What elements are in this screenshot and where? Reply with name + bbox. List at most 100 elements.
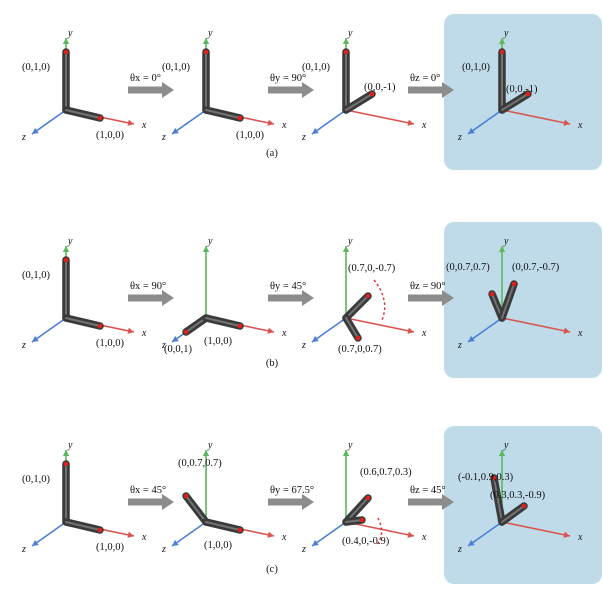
row-2-panel-1-z-axis [171, 521, 207, 547]
row-0-step-1-arrow-head [302, 82, 314, 98]
row-0-panel-2-x-label: x [421, 120, 427, 131]
row-2-panel-0-z-axis-head [32, 539, 39, 546]
row-1-panel-1-point-label-1: (1,0,0) [204, 336, 232, 347]
row-2-panel-0-x-axis-head [127, 531, 134, 538]
row-2-panel-1-rod-0-tip [183, 493, 189, 499]
row-2-panel-0-z-axis [31, 521, 67, 547]
row-1-step-1-rotation-label: θy = 45° [270, 281, 306, 292]
row-2-panel-1-y-label: y [207, 440, 213, 451]
row-1-panel-1-z-label: z [161, 340, 166, 351]
row-0-panel-2-z-axis [311, 109, 347, 135]
row-2-panel-0-rod-0-tip [63, 461, 69, 467]
row-2-panel-3-x-label: x [577, 532, 583, 543]
row-0-step-1-rotation-label: θy = 90° [270, 73, 306, 84]
row-1-panel-3-x-label: x [577, 328, 583, 339]
row-1-panel-1-rod-1-shine [205, 317, 241, 327]
row-1-panel-3-z-label: z [457, 340, 462, 351]
row-0-panel-1-rod-1-tip [237, 115, 243, 121]
row-0-panel-3-point-label-0: (0,1,0) [462, 62, 490, 73]
row-2-panel-3-x-axis [501, 521, 571, 537]
row-0-panel-3-y-axis-head [498, 38, 506, 44]
row-0-panel-2-point-label-1: (0,0,-1) [364, 82, 396, 93]
row-2-panel-2-rod-1-tip [359, 517, 365, 523]
row-2-step-2-arrow-body [408, 498, 442, 506]
row-0-step-1-arrow-body [268, 86, 302, 94]
row-1-panel-3-rod-1-shine [501, 283, 515, 319]
row-0-panel-0-x-axis-head [127, 119, 134, 126]
row-1-panel-2-rod-1-tip [355, 335, 361, 341]
row-2-panel-2-rod-1-shine [345, 519, 363, 523]
row-0-step-0-arrow-head [162, 82, 174, 98]
row-1-panel-2-x-axis [345, 317, 415, 333]
row-2-rotation-arc [375, 517, 383, 547]
row-2-panel-3-rod-1-tip [521, 503, 527, 509]
row-0-panel-2-z-label: z [301, 132, 306, 143]
row-1-panel-3-z-axis-head [468, 335, 475, 342]
row-2-panel-0-point-label-1: (1,0,0) [96, 542, 124, 553]
row-1-panel-1-x-label: x [281, 328, 287, 339]
row-0-panel-1-point-label-1: (1,0,0) [236, 130, 264, 141]
row-2-panel-0-rod-1-shine [65, 521, 101, 531]
row-2-panel-1-z-label: z [161, 544, 166, 555]
row-0-step-2-arrow-head [442, 82, 454, 98]
row-0-panel-0-point-label-0: (0,1,0) [22, 62, 50, 73]
row-1-panel-2-point-label-0: (0.7,0,-0.7) [348, 263, 396, 274]
row-0-step-0-rotation-label: θx = 0° [130, 73, 161, 84]
row-1-step-2-arrow-head [442, 290, 454, 306]
row-1-panel-0-z-label: z [21, 340, 26, 351]
row-1-panel-1-rod-0-shine [185, 317, 207, 333]
row-1-panel-3-z-axis [467, 317, 503, 343]
row-0-step-0-arrow-body [128, 86, 162, 94]
row-2-panel-3-z-label: z [457, 544, 462, 555]
row-1-panel-2-x-label: x [421, 328, 427, 339]
row-2-panel-1-point-label-1: (1,0,0) [204, 540, 232, 551]
row-0-panel-3-rod-1-shine [501, 93, 529, 111]
row-1-panel-3-x-axis [501, 317, 571, 333]
row-2-panel-3-z-axis-head [468, 539, 475, 546]
row-0-panel-1-z-axis-head [172, 127, 179, 134]
row-2-panel-0-x-label: x [141, 532, 147, 543]
row-0-panel-2-rod-1-tip [369, 91, 375, 97]
row-0-panel-3-y-label: y [503, 28, 509, 39]
row-0-panel-0-z-axis [31, 109, 67, 135]
row-1-panel-2-point-label-1: (0.7,0,0.7) [338, 344, 382, 355]
row-1-panel-2-x-axis-head [407, 327, 414, 334]
row-0-panel-3-point-label-1: (0,0,-1) [506, 84, 538, 95]
row-0-panel-0-y-label: y [67, 28, 73, 39]
row-2-panel-2-y-axis-head [342, 450, 350, 456]
row-1-panel-3-rod-0-tip [489, 291, 495, 297]
row-0-panel-1-rod-0-tip [203, 49, 209, 55]
row-2-panel-1-x-label: x [281, 532, 287, 543]
row-2-step-1-arrow-body [268, 498, 302, 506]
row-0-step-2-arrow-body [408, 86, 442, 94]
row-1-panel-3-x-axis-head [563, 327, 570, 334]
row-1-step-2-rotation-label: θz = 90° [410, 281, 446, 292]
row-0-panel-1-z-label: z [161, 132, 166, 143]
row-2-panel-2-y-label: y [347, 440, 353, 451]
row-1-panel-1-x-axis-head [267, 327, 274, 334]
row-1-step-1-arrow-body [268, 294, 302, 302]
row-1-panel-1-z-axis-head [172, 335, 179, 342]
row-0-panel-3-x-axis [501, 109, 571, 125]
row-0-panel-2-point-label-0: (0,1,0) [302, 62, 330, 73]
row-2-step-1-rotation-label: θy = 67.5° [270, 485, 314, 496]
row-0-panel-0-rod-1-tip [97, 115, 103, 121]
row-2-step-2-rotation-label: θz = 45° [410, 485, 446, 496]
row-1-rotation-arc [373, 279, 386, 321]
row-0-panel-1-point-label-0: (0,1,0) [162, 62, 190, 73]
row-2-panel-3-point-label-0: (-0.1,0.9,0.3) [458, 472, 514, 483]
row-2-caption: (c) [266, 564, 278, 575]
row-0-panel-0-x-label: x [141, 120, 147, 131]
row-1-panel-0-rod-0-tip [63, 257, 69, 263]
row-0-panel-0-rod-1-shine [65, 109, 101, 119]
row-2-step-2-arrow-head [442, 494, 454, 510]
row-0-panel-2-z-axis-head [312, 127, 319, 134]
row-0-panel-1-z-axis [171, 109, 207, 135]
row-0-panel-0-z-axis-head [32, 127, 39, 134]
row-1-panel-0-y-axis-head [62, 246, 70, 252]
row-1-step-0-arrow-body [128, 294, 162, 302]
row-1-panel-1-rod-1-tip [237, 323, 243, 329]
row-0-result-panel [444, 14, 602, 170]
row-2-panel-0-y-axis-head [62, 450, 70, 456]
row-0-panel-2-x-axis-head [407, 119, 414, 126]
